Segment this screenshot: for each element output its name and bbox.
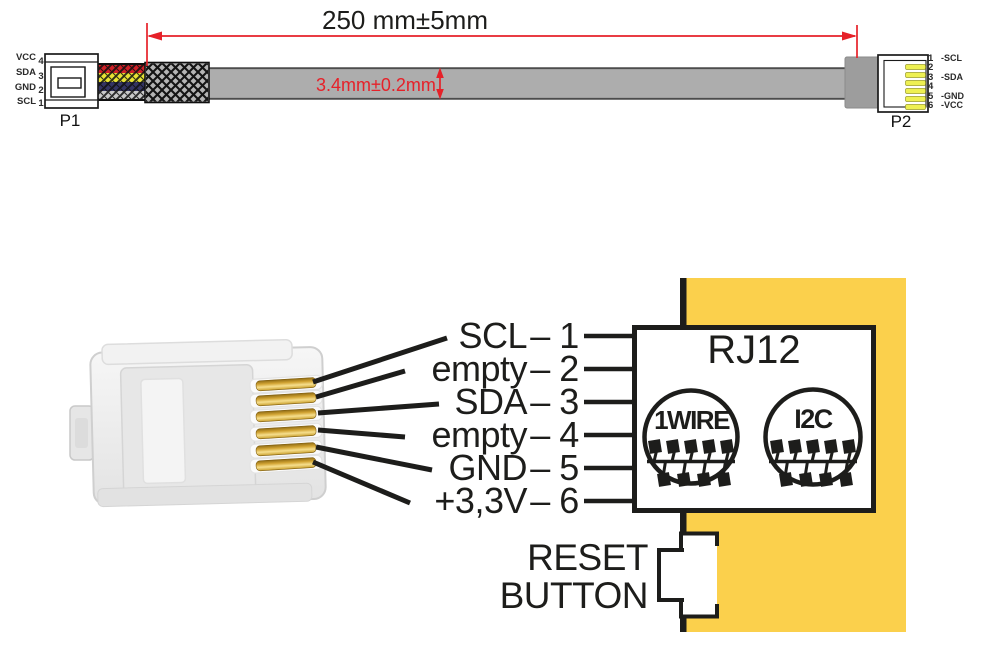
thickness-dimension-arrow (436, 67, 444, 100)
p2-pin-name: -SCL (941, 53, 962, 63)
p2-connector-drawing (877, 54, 929, 113)
pin-signal-name: +3,3V (434, 480, 527, 521)
pin-signal-name: SDA (454, 381, 527, 422)
cable-shield-braid (144, 61, 210, 104)
p2-boot (844, 56, 880, 109)
pin-number: 1 (559, 315, 579, 356)
p1-pin-number: 4 (38, 56, 44, 67)
p2-pin-number: 2 (928, 62, 934, 73)
cable-thickness-dimension: 3.4mm±0.2mm (316, 75, 436, 95)
p2-connector-label: P2 (890, 112, 912, 131)
p1-connector-drawing (44, 53, 99, 109)
p2-pin-number: 5 (928, 90, 934, 102)
dash: – (530, 480, 550, 521)
p2-pin-name: -VCC (941, 100, 963, 110)
dash: – (530, 315, 550, 356)
pin-number: 6 (559, 480, 579, 521)
p1-pin-name: SCL (17, 96, 36, 107)
p1-pin-name: SDA (15, 67, 36, 78)
p1-pin-number: 1 (38, 98, 44, 109)
pin-number: 4 (559, 414, 579, 455)
p1-pin-number: 2 (38, 85, 44, 96)
dash: – (530, 348, 550, 389)
p1-pin-name: VCC (15, 52, 36, 63)
length-dimension-lines (146, 23, 858, 66)
pin-signal-name: GND (448, 447, 528, 488)
rj12-box-title: RJ12 (707, 328, 801, 372)
cable-length-dimension: 250 mm±5mm (322, 5, 488, 35)
pin-number: 2 (559, 348, 579, 389)
i2c-logo-label: I2C (794, 404, 833, 434)
dash: – (530, 414, 550, 455)
pin-signal-name: empty (431, 348, 527, 389)
reset-button-label: RESET BUTTON (430, 537, 649, 616)
p2-pin-number: 3 (928, 71, 934, 83)
p2-pin-number: 6 (928, 99, 934, 111)
rj12-plug-photo (69, 338, 327, 508)
reset-label-line2: BUTTON (499, 574, 649, 616)
pin-row-lines (584, 333, 637, 504)
p1-connector-label: P1 (59, 111, 81, 130)
p1-pin-name: GND (14, 82, 36, 93)
dash: – (530, 381, 550, 422)
wire-bundle (97, 63, 146, 101)
pin-signal-name: empty (431, 414, 527, 455)
flat-cable (209, 67, 860, 100)
reset-button-shape (657, 531, 719, 619)
pin-number: 3 (559, 381, 579, 422)
reset-label-line1: RESET (527, 537, 648, 578)
p2-pin-number: 4 (928, 81, 934, 92)
dash: – (530, 447, 550, 488)
pin-number: 5 (559, 447, 579, 488)
p2-pin-number: 1 (928, 52, 934, 64)
p2-pin-name: -SDA (941, 72, 963, 82)
p1-pin-number: 3 (38, 71, 44, 82)
onewire-logo-label: 1WIRE (654, 405, 730, 435)
p2-gold-contacts (905, 64, 926, 110)
pin-signal-name: SCL (458, 315, 527, 356)
pin-callout-lines (312, 335, 448, 506)
p2-pin-name: -GND (941, 91, 964, 101)
